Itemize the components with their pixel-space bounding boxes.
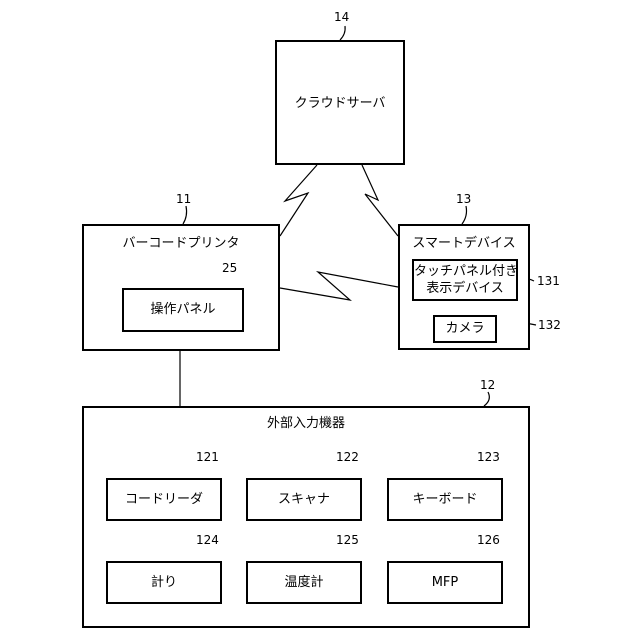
ref-121: 121 (196, 450, 219, 464)
camera-box: カメラ (433, 315, 497, 343)
smart-device-box: スマートデバイス タッチパネル付き 表示デバイス カメラ (398, 224, 530, 350)
ref-12: 12 (480, 378, 495, 392)
wireless-link-printer-smartdevice (280, 272, 398, 300)
cloud-server-box: クラウドサーバ (275, 40, 405, 165)
barcode-printer-label: バーコードプリンタ (84, 236, 278, 252)
touch-panel-display-box: タッチパネル付き 表示デバイス (412, 259, 518, 301)
barcode-printer-box: バーコードプリンタ 操作パネル (82, 224, 280, 351)
ref-leader-12 (484, 392, 489, 406)
thermometer-box: 温度計 (246, 561, 362, 604)
ref-11: 11 (176, 192, 191, 206)
operation-panel-label: 操作パネル (124, 302, 242, 318)
camera-label: カメラ (435, 321, 495, 337)
ref-13: 13 (456, 192, 471, 206)
smart-device-label: スマートデバイス (400, 236, 528, 252)
external-input-label: 外部入力機器 (84, 416, 528, 432)
ref-126: 126 (477, 533, 500, 547)
scale-label: 計り (108, 575, 220, 591)
mfp-box: MFP (387, 561, 503, 604)
scanner-box: スキャナ (246, 478, 362, 521)
keyboard-box: キーボード (387, 478, 503, 521)
ref-leader-13 (462, 206, 467, 224)
ref-25: 25 (222, 261, 237, 275)
keyboard-label: キーボード (389, 492, 501, 508)
ref-124: 124 (196, 533, 219, 547)
wireless-link-cloud-printer (280, 165, 317, 236)
touch-panel-display-label-line1: タッチパネル付き (414, 264, 516, 280)
code-reader-box: コードリーダ (106, 478, 222, 521)
ref-131: 131 (537, 274, 560, 288)
ref-123: 123 (477, 450, 500, 464)
operation-panel-box: 操作パネル (122, 288, 244, 332)
mfp-label: MFP (389, 575, 501, 591)
touch-panel-display-label-line2: 表示デバイス (414, 281, 516, 297)
ref-122: 122 (336, 450, 359, 464)
scale-box: 計り (106, 561, 222, 604)
ref-leader-11 (183, 206, 187, 224)
ref-125: 125 (336, 533, 359, 547)
cloud-server-label: クラウドサーバ (277, 96, 403, 112)
ref-14: 14 (334, 10, 349, 24)
external-input-box: 外部入力機器 コードリーダ スキャナ キーボード 計り 温度計 MFP (82, 406, 530, 628)
wireless-link-cloud-smartdevice (362, 165, 398, 236)
ref-132: 132 (538, 318, 561, 332)
scanner-label: スキャナ (248, 492, 360, 508)
ref-leader-14 (340, 26, 345, 40)
code-reader-label: コードリーダ (108, 492, 220, 508)
thermometer-label: 温度計 (248, 575, 360, 591)
